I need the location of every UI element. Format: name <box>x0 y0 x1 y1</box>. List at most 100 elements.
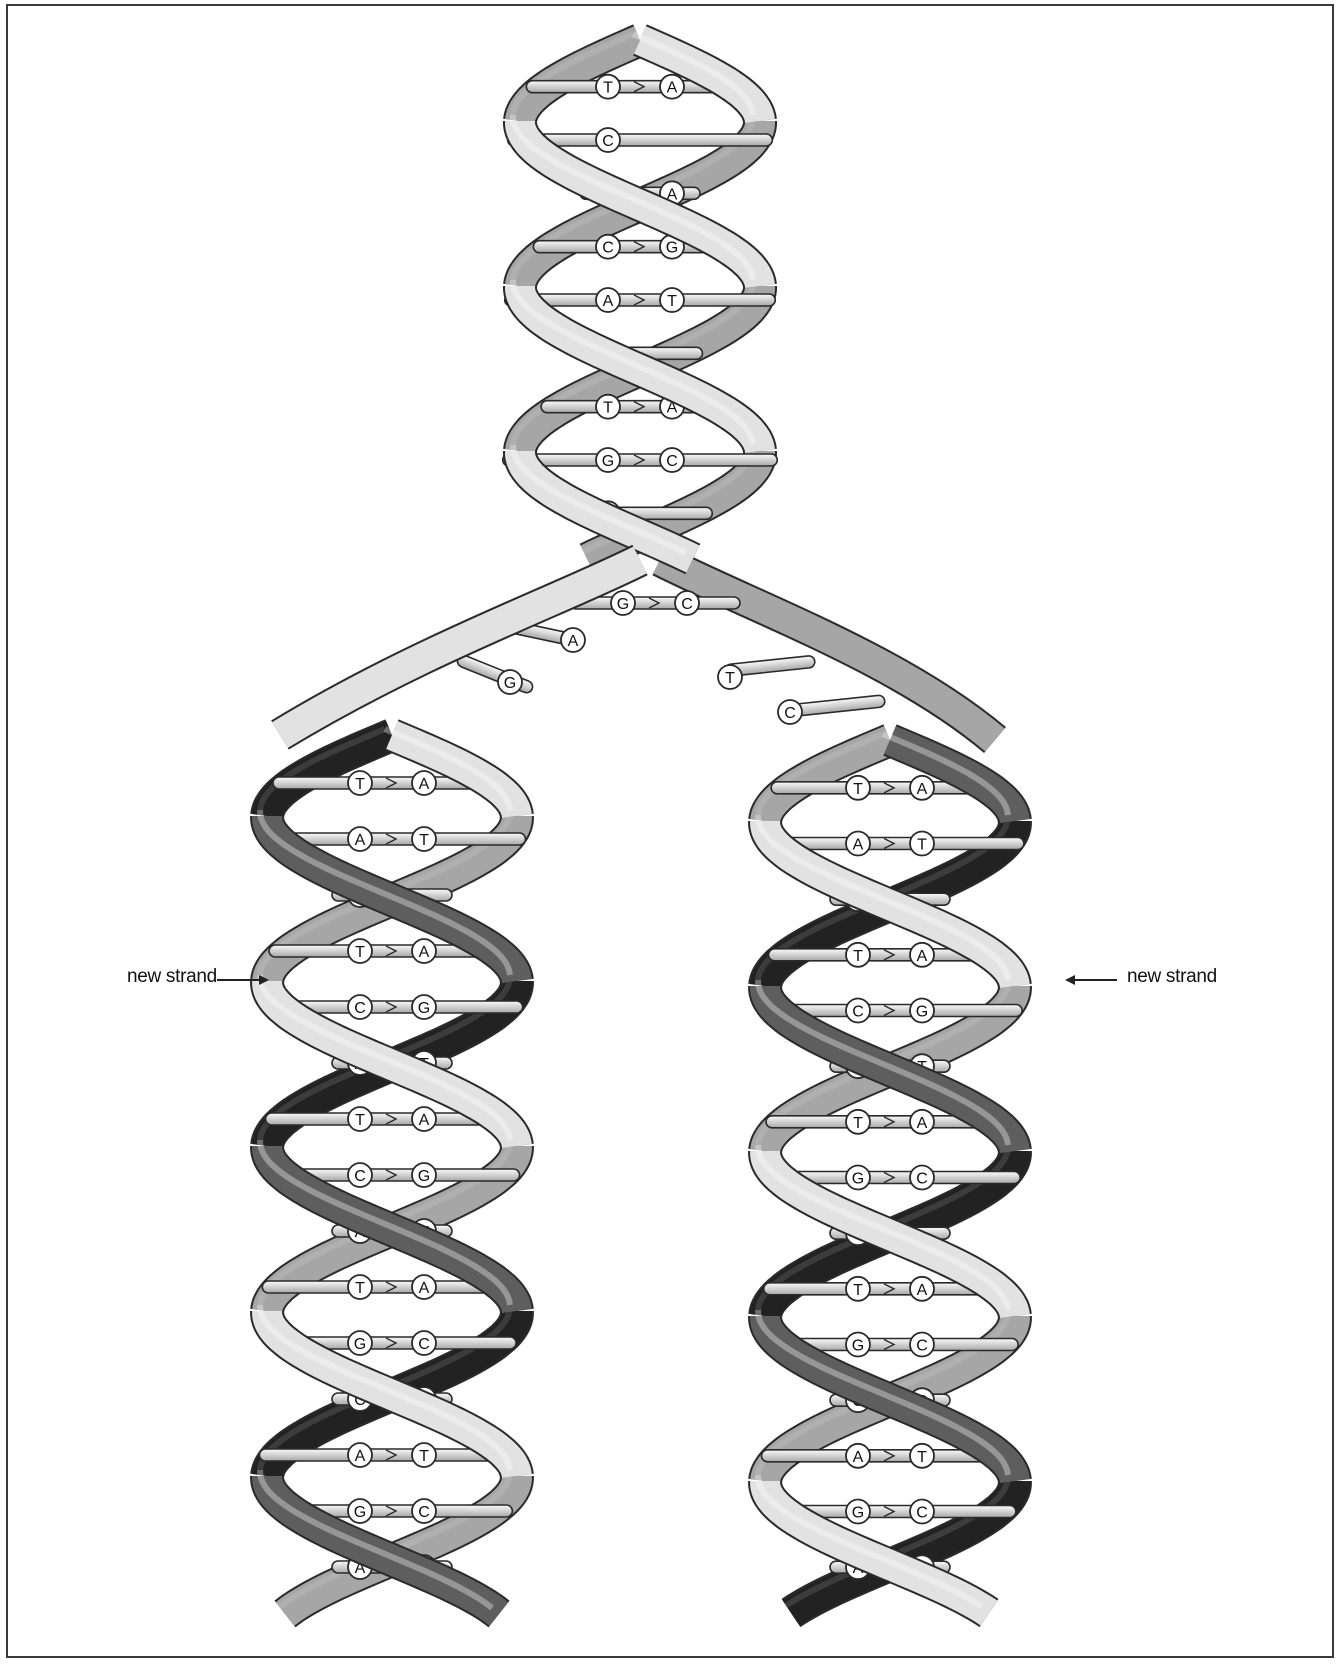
base-letter: A <box>419 1280 430 1297</box>
base-pair-base-left: T <box>845 774 871 801</box>
free-base: G <box>497 669 523 695</box>
base-pair-base-right: C <box>411 1498 437 1524</box>
base-letter: A <box>355 1448 366 1465</box>
base-letter: T <box>853 948 863 965</box>
base-pair-base-right: A <box>909 941 935 968</box>
base-pair-base-left: C <box>845 997 871 1024</box>
base-pair-base-left: T <box>845 1275 871 1302</box>
base-letter: T <box>853 781 863 798</box>
base-pair-base-left: A <box>595 287 621 313</box>
base-letter: C <box>354 1168 366 1185</box>
base-pair-base-right: C <box>909 1498 935 1525</box>
base-pair-base-left: C <box>347 1162 373 1188</box>
base-letter: C <box>418 1336 430 1353</box>
parent-strand-a-segment <box>503 272 777 465</box>
base-pair-base-right: A <box>909 1275 935 1302</box>
new-strand-label-right: new strand <box>1127 966 1217 987</box>
base-letter: C <box>354 1000 366 1017</box>
arrow-head-right-icon <box>259 975 269 985</box>
base-pair-base-right: C <box>411 1330 437 1356</box>
base-pair <box>762 1282 1018 1296</box>
parent-strand-right-segment <box>748 1467 1002 1628</box>
parent-strand-right-segment <box>748 1137 1032 1330</box>
free-base: T <box>717 664 743 690</box>
base-pair-base-left: A <box>347 1442 373 1468</box>
base-letter: C <box>852 1004 864 1021</box>
base-letter: G <box>666 240 678 257</box>
base-letter: C <box>916 1171 928 1188</box>
base-pair-base-left: G <box>845 1498 871 1525</box>
base-letter: C <box>354 1392 366 1409</box>
base-letter: T <box>917 837 927 854</box>
front-strands <box>250 24 1032 1628</box>
base-letter: A <box>667 186 678 203</box>
base-letter: A <box>917 1282 928 1299</box>
base-pair-base-right: A <box>411 770 437 796</box>
free-nucleotide <box>456 654 534 694</box>
base-letter: C <box>418 1504 430 1521</box>
base-letter: C <box>784 705 796 722</box>
base-pair-base-left: G <box>595 447 621 473</box>
base-pair-base-left: T <box>595 73 621 100</box>
new-strand-left-segment <box>250 1132 534 1325</box>
parent-strand-left-segment <box>250 1297 534 1490</box>
fork-base-pair-base-left: G <box>610 590 636 616</box>
base-letter: T <box>853 1282 863 1299</box>
base-pair-base-left: T <box>595 393 621 420</box>
base-pair <box>501 453 779 467</box>
base-pair-base-right: A <box>909 1108 935 1135</box>
base-pair-base-right: A <box>909 774 935 801</box>
base-letter: C <box>916 1505 928 1522</box>
base-pair-base-right: T <box>411 1442 437 1468</box>
base-pair-base-right: A <box>411 1274 437 1300</box>
base-pair-base-left: G <box>845 1164 871 1191</box>
arrow-head-left-icon <box>1065 975 1075 985</box>
base-letter: A <box>667 400 678 417</box>
base-pair-base-left: C <box>347 994 373 1020</box>
base-letter: G <box>617 596 629 613</box>
base-letter: G <box>602 453 614 470</box>
fork-base-pair-base-right: C <box>674 590 700 616</box>
parent-strand-b-segment <box>503 107 777 300</box>
base-pair-base-right: G <box>411 1162 437 1188</box>
fork-strand-right <box>652 544 1006 754</box>
base-letter: A <box>419 1112 430 1129</box>
base-letter: A <box>917 1115 928 1132</box>
base-pair-base-right: G <box>909 997 935 1024</box>
base-letter: G <box>418 1168 430 1185</box>
base-pair-base-left: A <box>845 1442 871 1469</box>
base-letter: G <box>916 1004 928 1021</box>
base-letter: T <box>667 293 677 310</box>
new-strand-left-segment <box>250 1462 513 1628</box>
free-base: C <box>777 699 803 725</box>
base-pair-base-left: A <box>845 830 871 857</box>
new-strand-arrow-left <box>217 979 261 981</box>
base-letter: G <box>354 1504 366 1521</box>
base-letter: T <box>355 1280 365 1297</box>
new-strand-left-segment <box>250 719 402 830</box>
base-letter: C <box>916 1338 928 1355</box>
base-letter: C <box>666 453 678 470</box>
base-pair-base-left: C <box>595 127 621 153</box>
base-letter: A <box>853 1449 864 1466</box>
base-letter: A <box>917 948 928 965</box>
new-strand-right-segment <box>880 724 1032 835</box>
base-pair-rungs: T A C T A C G A T T A G C C G C A G T C T A A T C T A C G A T T A C G A T T A G… <box>257 73 1025 1581</box>
parent-strand-a-segment <box>629 24 777 135</box>
base-pair-base-right: C <box>909 1331 935 1358</box>
base-pair-base-left: A <box>347 826 373 852</box>
base-letter: A <box>355 832 366 849</box>
base-pair-base-right: A <box>659 73 685 100</box>
base-pair-base-right: T <box>909 1442 935 1469</box>
base-letter: A <box>355 1560 366 1577</box>
base-pair <box>272 776 512 790</box>
base-letter: G <box>852 1338 864 1355</box>
base-letter: T <box>355 944 365 961</box>
parent-strand-right-segment <box>748 807 1032 1000</box>
base-letter: G <box>418 1000 430 1017</box>
base-letter: A <box>419 776 430 793</box>
fork-strand-left <box>271 544 648 750</box>
base-pair-base-left: T <box>845 941 871 968</box>
base-pair-base-right: T <box>909 830 935 857</box>
